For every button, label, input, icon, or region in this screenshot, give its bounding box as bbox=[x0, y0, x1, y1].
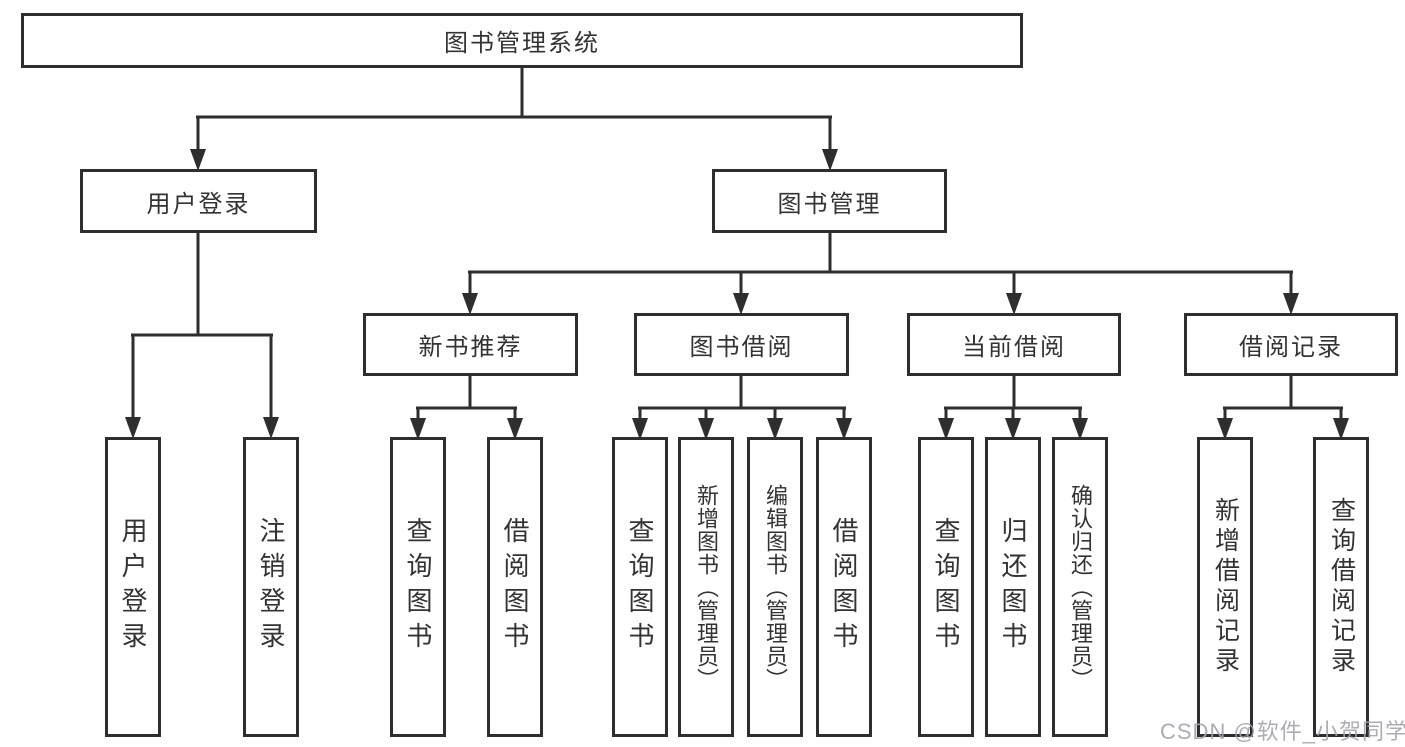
node-leaf-user-login: 用户登录 bbox=[105, 437, 161, 737]
node-leaf-edit-book-admin: 编辑图书（管理员） bbox=[747, 437, 803, 737]
node-system-root: 图书管理系统 bbox=[21, 13, 1023, 68]
node-leaf-borrow-books-recommend: 借阅图书 bbox=[487, 437, 543, 737]
node-label: 用户登录 bbox=[118, 517, 148, 657]
node-label: 查询图书 bbox=[931, 517, 961, 657]
node-book-management-module: 图书管理 bbox=[712, 169, 947, 233]
node-label: 新书推荐 bbox=[418, 334, 523, 361]
node-label: 图书借阅 bbox=[689, 334, 794, 361]
node-leaf-borrow-books: 借阅图书 bbox=[816, 437, 872, 737]
node-leaf-query-books-recommend: 查询图书 bbox=[390, 437, 446, 737]
node-label: 归还图书 bbox=[998, 517, 1028, 657]
node-leaf-query-borrow-record: 查询借阅记录 bbox=[1313, 437, 1369, 737]
node-leaf-logout: 注销登录 bbox=[243, 437, 299, 737]
node-label: 借阅图书 bbox=[500, 517, 530, 657]
node-label: 当前借阅 bbox=[962, 334, 1066, 361]
node-label: 查询图书 bbox=[625, 517, 655, 657]
node-label: 图书管理 bbox=[777, 190, 882, 218]
node-label: 查询图书 bbox=[403, 517, 433, 657]
node-label: 确认归还（管理员） bbox=[1068, 483, 1093, 691]
arrowhead-icons bbox=[125, 149, 1349, 440]
node-book-borrow: 图书借阅 bbox=[634, 313, 849, 376]
node-label: 用户登录 bbox=[146, 190, 251, 218]
node-new-book-recommend: 新书推荐 bbox=[363, 313, 578, 376]
csdn-watermark: CSDN @软件_小贺同学 bbox=[1160, 719, 1405, 744]
node-label: 查询借阅记录 bbox=[1327, 497, 1356, 677]
node-user-login-module: 用户登录 bbox=[80, 169, 317, 233]
node-leaf-confirm-return-admin: 确认归还（管理员） bbox=[1052, 437, 1108, 737]
node-leaf-query-books-borrow: 查询图书 bbox=[612, 437, 668, 737]
node-label: 图书管理系统 bbox=[444, 30, 600, 57]
node-label: 新增借阅记录 bbox=[1211, 497, 1240, 677]
node-label: 编辑图书（管理员） bbox=[763, 483, 788, 691]
node-leaf-return-book: 归还图书 bbox=[985, 437, 1041, 737]
node-leaf-query-books-current: 查询图书 bbox=[918, 437, 974, 737]
node-label: 借阅图书 bbox=[829, 517, 859, 657]
node-label: 新增图书（管理员） bbox=[694, 483, 719, 691]
node-borrow-records: 借阅记录 bbox=[1184, 313, 1398, 376]
node-leaf-add-book-admin: 新增图书（管理员） bbox=[678, 437, 734, 737]
node-label: 注销登录 bbox=[256, 517, 286, 657]
node-label: 借阅记录 bbox=[1239, 334, 1343, 361]
node-current-borrow: 当前借阅 bbox=[907, 313, 1121, 376]
node-leaf-add-borrow-record: 新增借阅记录 bbox=[1197, 437, 1253, 737]
